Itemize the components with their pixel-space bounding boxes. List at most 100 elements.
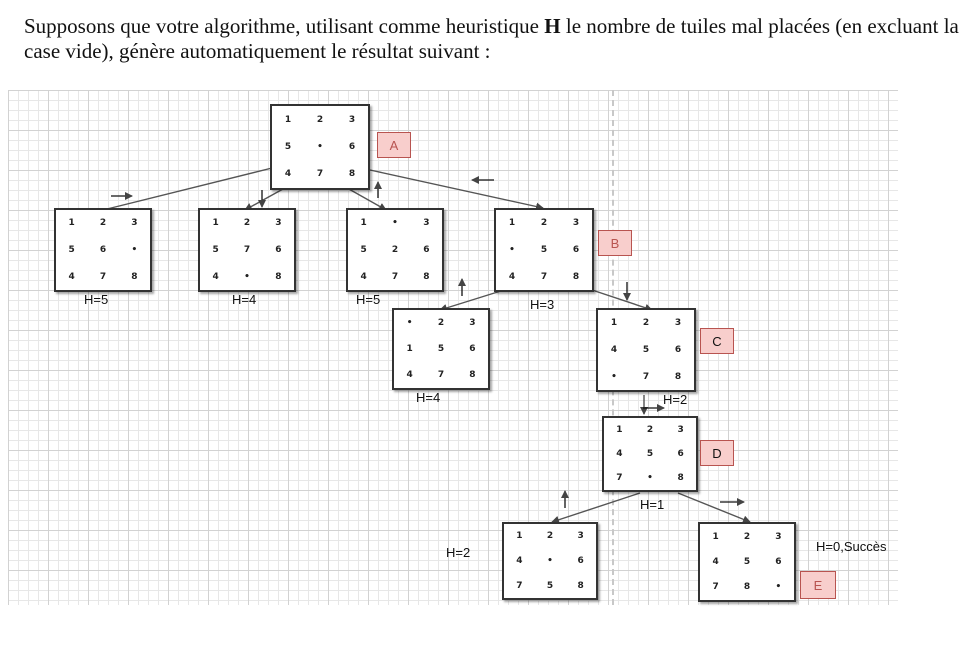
- node-e-heuristic: H=0,Succès: [816, 539, 887, 554]
- node-c1-heuristic: H=5: [84, 292, 109, 307]
- tile: 2: [316, 114, 324, 125]
- node-c1-board: 1 2 3 5 6 • 4 7 8: [54, 208, 152, 292]
- tile: 1: [212, 218, 219, 229]
- tile: 4: [616, 449, 623, 459]
- tile: •: [392, 218, 398, 229]
- tile: 3: [674, 318, 682, 329]
- tile: •: [406, 318, 413, 328]
- tile: 7: [616, 473, 623, 483]
- tile: •: [317, 141, 323, 152]
- tile: 6: [275, 244, 282, 255]
- tile: 3: [577, 531, 584, 542]
- intro-text-2: le nombre de tuiles mal placées (en excl…: [24, 14, 959, 63]
- tile: 5: [284, 141, 292, 152]
- tile: 5: [743, 556, 751, 567]
- tile: 7: [712, 582, 719, 593]
- intro-paragraph: Supposons que votre algorithme, utilisan…: [24, 14, 959, 64]
- tile: 6: [469, 344, 476, 354]
- tile: 2: [391, 244, 399, 255]
- tile: 8: [348, 169, 356, 180]
- tile: 5: [68, 244, 75, 255]
- node-a-board: 1 2 3 5 • 6 4 7 8: [270, 104, 370, 190]
- tile: •: [775, 582, 782, 593]
- tile: 5: [646, 449, 654, 459]
- tile: 4: [360, 271, 367, 282]
- tile: 2: [546, 531, 554, 542]
- tile: 5: [642, 344, 650, 355]
- tile: 3: [423, 218, 430, 229]
- tile: 8: [677, 473, 684, 483]
- intro-text-bold: H: [544, 14, 561, 38]
- node-d-tag: D: [700, 440, 734, 466]
- node-c3-heuristic: H=5: [356, 292, 381, 307]
- tile: 3: [572, 218, 580, 229]
- tile: 2: [743, 531, 751, 542]
- tile: 2: [437, 318, 445, 328]
- node-d1-board: 1 2 3 4 • 6 7 5 8: [502, 522, 598, 600]
- tile: 6: [577, 555, 584, 566]
- tile: 1: [360, 218, 367, 229]
- tile: 7: [243, 244, 251, 255]
- tile: 8: [131, 271, 138, 282]
- edge-a-b: [369, 169, 544, 211]
- tile: 1: [616, 425, 623, 435]
- tile: 4: [516, 555, 523, 566]
- tile: 3: [275, 218, 282, 229]
- tile: 2: [99, 218, 107, 229]
- tile: 4: [610, 344, 618, 355]
- node-c3-board: 1 • 3 5 2 6 4 7 8: [346, 208, 444, 292]
- tile: 7: [516, 580, 523, 591]
- tile: 1: [406, 344, 413, 354]
- tile: 3: [469, 318, 476, 328]
- tile: 7: [316, 169, 324, 180]
- node-a-tag: A: [377, 132, 411, 158]
- tile: 5: [546, 580, 554, 591]
- node-e-tag: E: [800, 571, 836, 599]
- tile: 5: [437, 344, 445, 354]
- node-b-tag: B: [598, 230, 632, 256]
- tile: •: [131, 244, 138, 255]
- tile: 6: [572, 244, 580, 255]
- tile: 4: [406, 370, 413, 380]
- tile: 5: [540, 244, 548, 255]
- tile: 6: [674, 344, 682, 355]
- tile: 4: [68, 271, 75, 282]
- tile: 8: [423, 271, 430, 282]
- tile: 2: [642, 318, 650, 329]
- tile: •: [611, 371, 617, 382]
- node-b1-board: • 2 3 1 5 6 4 7 8: [392, 308, 490, 390]
- node-c-tag: C: [700, 328, 734, 354]
- tile: 7: [642, 371, 650, 382]
- tile: 3: [677, 425, 684, 435]
- tile: 8: [572, 271, 580, 282]
- tile: 1: [712, 531, 719, 542]
- tile: 3: [775, 531, 782, 542]
- tile: 4: [212, 271, 219, 282]
- tile: 1: [508, 218, 516, 229]
- node-c-heuristic: H=2: [663, 392, 688, 407]
- tile: 1: [68, 218, 75, 229]
- tile: 7: [99, 271, 107, 282]
- tile: 4: [712, 556, 719, 567]
- tile: 7: [391, 271, 399, 282]
- intro-text-1: Supposons que votre algorithme, utilisan…: [24, 14, 545, 38]
- tile: 7: [437, 370, 445, 380]
- tile: •: [244, 271, 250, 282]
- node-c2-board: 1 2 3 5 7 6 4 • 8: [198, 208, 296, 292]
- tile: 6: [348, 141, 356, 152]
- tile: 1: [610, 318, 618, 329]
- node-e-board: 1 2 3 4 5 6 7 8 •: [698, 522, 796, 602]
- tile: 2: [646, 425, 654, 435]
- tile: 5: [212, 244, 219, 255]
- tile: 8: [577, 580, 584, 591]
- tile: 6: [677, 449, 684, 459]
- tile: 8: [674, 371, 682, 382]
- tile: 5: [360, 244, 367, 255]
- node-b-board: 1 2 3 • 5 6 4 7 8: [494, 208, 594, 292]
- tile: 8: [275, 271, 282, 282]
- node-b-heuristic: H=3: [530, 297, 555, 312]
- tile: 8: [469, 370, 476, 380]
- tile: 1: [284, 114, 292, 125]
- edge-d-e: [677, 492, 751, 524]
